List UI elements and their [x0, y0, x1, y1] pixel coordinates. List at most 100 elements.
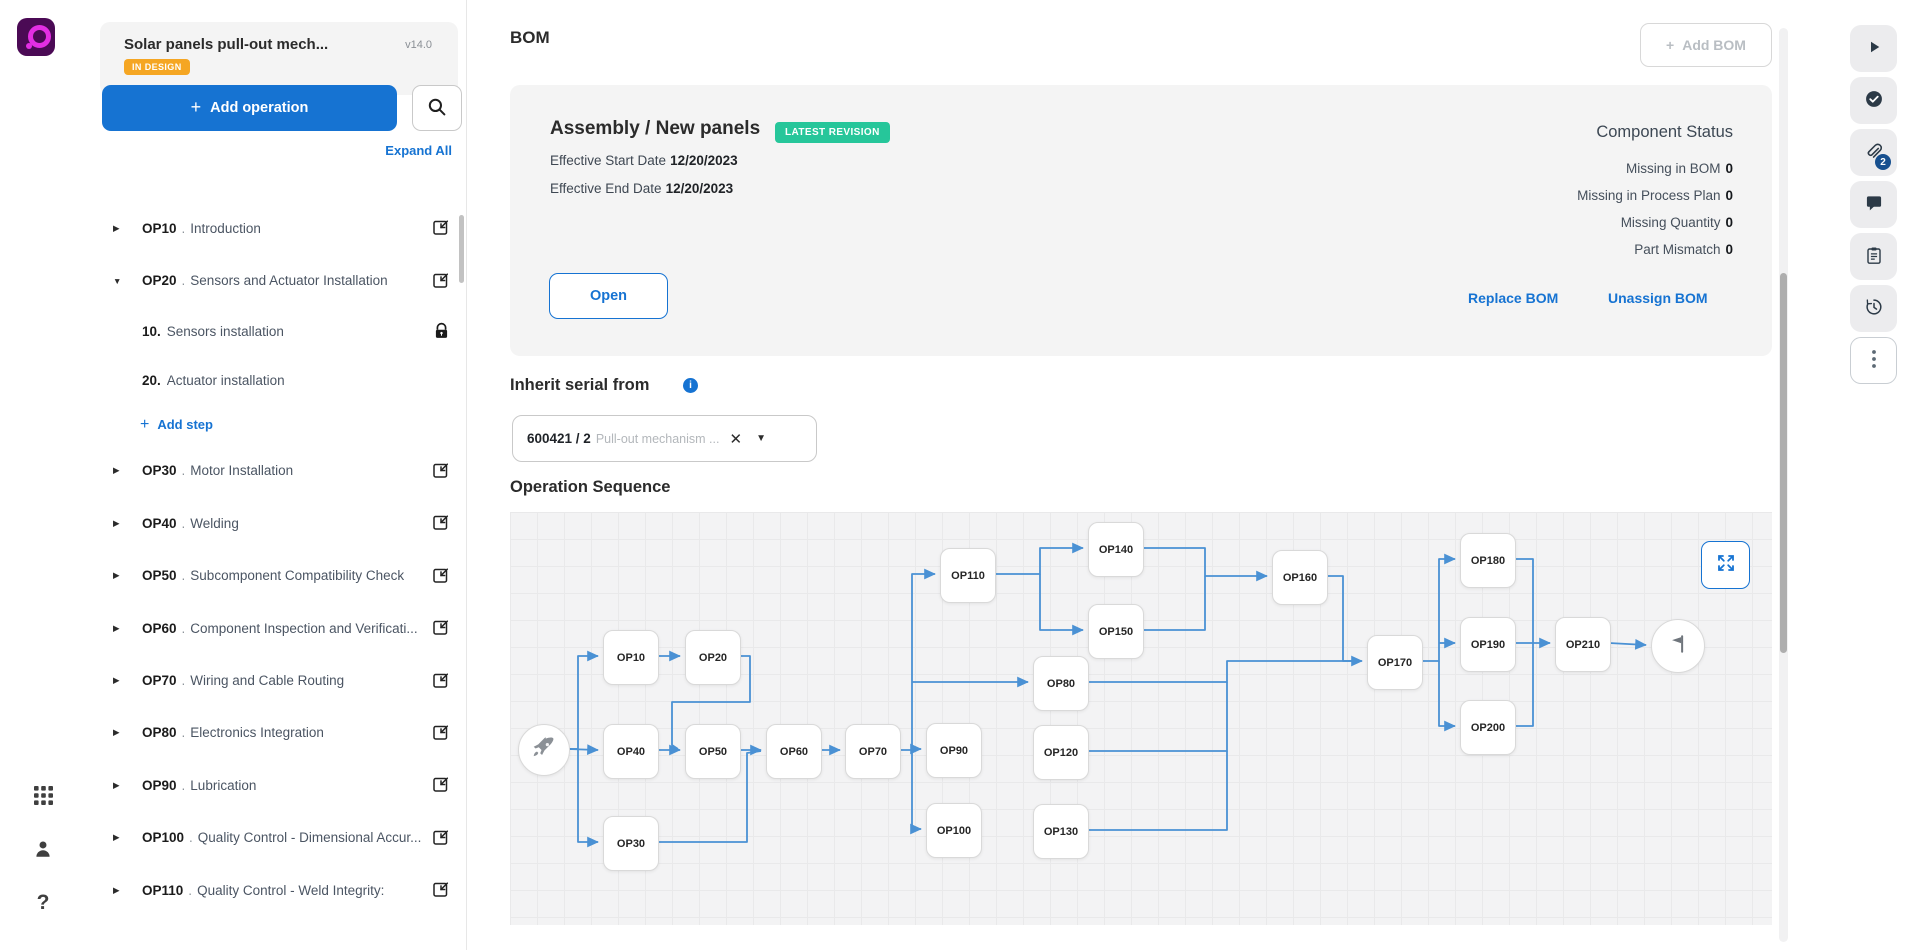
operation-name: Welding — [190, 515, 239, 531]
operation-row-op30[interactable]: ▶OP30.Motor Installation — [92, 445, 466, 497]
operation-row-op50[interactable]: ▶OP50.Subcomponent Compatibility Check — [92, 550, 466, 602]
clear-icon[interactable]: ✕ — [729, 430, 743, 448]
chevron-right-icon[interactable]: ▶ — [113, 727, 120, 738]
edit-operation-icon[interactable] — [432, 777, 449, 794]
chevron-right-icon[interactable]: ▶ — [113, 570, 120, 581]
operation-row-op20[interactable]: ▼OP20.Sensors and Actuator Installation — [92, 254, 466, 306]
run-button[interactable] — [1850, 25, 1897, 72]
sequence-edge — [1087, 751, 1228, 831]
sequence-node-op60[interactable]: OP60 — [766, 724, 822, 779]
chevron-right-icon[interactable]: ▶ — [113, 884, 120, 895]
inherit-serial-select[interactable]: 600421 / 2 Pull-out mechanism ... ✕ ▼ — [512, 415, 817, 462]
operation-row-op60[interactable]: ▶OP60.Component Inspection and Verificat… — [92, 602, 466, 654]
sequence-node-op80[interactable]: OP80 — [1033, 656, 1089, 711]
operation-row-op90[interactable]: ▶OP90.Lubrication — [92, 759, 466, 811]
comments-button[interactable] — [1850, 181, 1897, 228]
effective-end-label: Effective End Date — [550, 181, 662, 196]
edit-operation-icon[interactable] — [432, 515, 449, 532]
sequence-node-op40[interactable]: OP40 — [603, 724, 659, 779]
sequence-node-op150[interactable]: OP150 — [1088, 604, 1144, 659]
chevron-right-icon[interactable]: ▶ — [113, 622, 120, 633]
chevron-right-icon[interactable]: ▶ — [113, 222, 120, 233]
sequence-end-node[interactable] — [1651, 619, 1705, 673]
edit-operation-icon[interactable] — [432, 672, 449, 689]
sequence-edge — [899, 568, 936, 751]
status-value: 0 — [1725, 188, 1733, 203]
sequence-node-op130[interactable]: OP130 — [1033, 804, 1089, 859]
component-status-heading: Component Status — [1596, 123, 1733, 141]
rocket-icon — [531, 735, 557, 766]
operation-row-op110[interactable]: ▶OP110.Quality Control - Weld Integrity: — [92, 864, 466, 916]
operation-row-op100[interactable]: ▶OP100.Quality Control - Dimensional Acc… — [92, 812, 466, 864]
sequence-node-op110[interactable]: OP110 — [940, 548, 996, 603]
operation-row-op70[interactable]: ▶OP70.Wiring and Cable Routing — [92, 654, 466, 706]
add-step-button[interactable]: +Add step — [92, 405, 466, 445]
edit-operation-icon[interactable] — [432, 220, 449, 237]
sequence-node-op20[interactable]: OP20 — [685, 630, 741, 685]
sequence-node-op210[interactable]: OP210 — [1555, 617, 1611, 672]
sequence-node-op180[interactable]: OP180 — [1460, 533, 1516, 588]
chevron-right-icon[interactable]: ▶ — [113, 517, 120, 528]
chevron-right-icon[interactable]: ▶ — [113, 675, 120, 686]
step-row-10[interactable]: 10.Sensors installation — [92, 307, 466, 356]
chevron-right-icon[interactable]: ▶ — [113, 465, 120, 476]
help-button[interactable]: ? — [26, 886, 60, 920]
edit-operation-icon[interactable] — [432, 724, 449, 741]
replace-bom-link[interactable]: Replace BOM — [1468, 290, 1559, 306]
sequence-node-op190[interactable]: OP190 — [1460, 617, 1516, 672]
step-row-20[interactable]: 20.Actuator installation — [92, 356, 466, 405]
operation-row-op10[interactable]: ▶OP10.Introduction — [92, 202, 466, 254]
history-button[interactable] — [1850, 285, 1897, 332]
edit-operation-icon[interactable] — [432, 620, 449, 637]
sequence-start-node[interactable] — [518, 724, 570, 776]
more-options-button[interactable] — [1850, 337, 1897, 384]
operation-row-op80[interactable]: ▶OP80.Electronics Integration — [92, 707, 466, 759]
search-button[interactable] — [412, 85, 462, 131]
chevron-down-icon[interactable]: ▼ — [756, 433, 766, 444]
sidebar-scrollbar[interactable] — [459, 215, 464, 283]
edit-operation-icon[interactable] — [432, 882, 449, 899]
chevron-right-icon[interactable]: ▶ — [113, 779, 120, 790]
add-bom-button[interactable]: + Add BOM — [1640, 23, 1772, 67]
info-icon[interactable]: i — [683, 378, 698, 393]
edit-operation-icon[interactable] — [432, 567, 449, 584]
fullscreen-button[interactable] — [1701, 541, 1750, 589]
edit-operation-icon[interactable] — [432, 829, 449, 846]
apps-grid-button[interactable] — [26, 781, 60, 815]
approvals-button[interactable] — [1850, 77, 1897, 124]
chevron-down-icon[interactable]: ▼ — [113, 275, 122, 286]
sequence-node-op120[interactable]: OP120 — [1033, 725, 1089, 780]
edit-operation-icon[interactable] — [432, 272, 449, 289]
sequence-node-op140[interactable]: OP140 — [1088, 522, 1144, 577]
operation-row-op40[interactable]: ▶OP40.Welding — [92, 497, 466, 549]
sequence-node-op200[interactable]: OP200 — [1460, 700, 1516, 755]
user-button[interactable] — [26, 834, 60, 868]
sequence-node-op160[interactable]: OP160 — [1272, 550, 1328, 605]
separator: . — [181, 515, 186, 531]
edit-operation-icon[interactable] — [432, 462, 449, 479]
status-label: Part Mismatch — [1634, 242, 1721, 257]
sequence-node-op30[interactable]: OP30 — [603, 816, 659, 871]
main-scrollbar-thumb[interactable] — [1780, 273, 1787, 653]
operations-list: ▶OP10.Introduction▼OP20.Sensors and Actu… — [92, 202, 466, 916]
clipboard-icon — [1864, 245, 1884, 269]
sequence-node-op170[interactable]: OP170 — [1367, 635, 1423, 690]
project-card[interactable]: Solar panels pull-out mech... v14.0 IN D… — [100, 22, 458, 95]
chevron-right-icon[interactable]: ▶ — [113, 832, 120, 843]
sequence-node-op100[interactable]: OP100 — [926, 803, 982, 858]
expand-all-link[interactable]: Expand All — [385, 143, 452, 158]
sequence-node-op70[interactable]: OP70 — [845, 724, 901, 779]
main-scrollbar-track[interactable] — [1779, 28, 1788, 942]
latest-revision-badge: LATEST REVISION — [775, 122, 890, 143]
sequence-node-op50[interactable]: OP50 — [685, 724, 741, 779]
sequence-node-op90[interactable]: OP90 — [926, 723, 982, 778]
sequence-node-op10[interactable]: OP10 — [603, 630, 659, 685]
app-logo[interactable] — [17, 18, 55, 56]
attachments-button[interactable]: 2 — [1850, 129, 1897, 176]
unassign-bom-link[interactable]: Unassign BOM — [1608, 290, 1708, 306]
open-bom-button[interactable]: Open — [549, 273, 668, 319]
add-operation-button[interactable]: + Add operation — [102, 85, 397, 131]
notes-button[interactable] — [1850, 233, 1897, 280]
